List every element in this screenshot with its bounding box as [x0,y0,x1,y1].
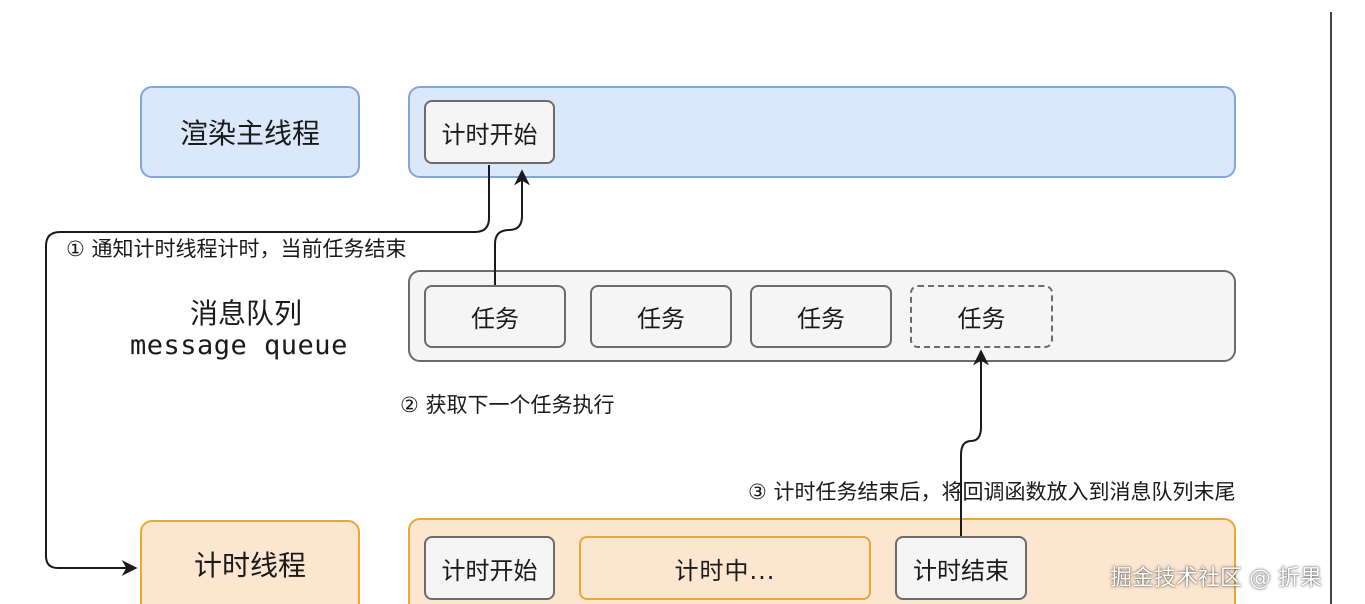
step2-note: ② 获取下一个任务执行 [400,393,615,417]
arrow-step2 [494,169,530,285]
timer-thread-label-box: 计时线程 [140,520,360,604]
queue-task-2: 任务 [590,285,732,348]
timer-task-end: 计时结束 [895,536,1027,600]
right-divider [1330,12,1332,604]
watermark-text: 掘金技术社区 @ 折果 [1110,566,1322,591]
queue-task-3: 任务 [750,285,892,348]
render-thread-label-box: 渲染主线程 [140,86,360,178]
render-thread-label: 渲染主线程 [179,117,320,150]
message-queue-label-cn: 消息队列 [190,297,303,330]
render-task-timer-start: 计时开始 [424,100,555,164]
step1-note: ① 通知计时线程计时，当前任务结束 [66,237,407,261]
timer-thread-label: 计时线程 [193,549,306,582]
arrow-step3 [960,349,989,536]
queue-task-pending: 任务 [910,285,1053,348]
step3-note: ③ 计时任务结束后，将回调函数放入到消息队列末尾 [748,480,1236,504]
arrow-step1 [45,165,490,576]
queue-task-1: 任务 [424,285,566,348]
timer-task-running: 计时中... [579,536,871,600]
message-queue-label-en: message queue [130,330,348,361]
timer-task-start: 计时开始 [424,536,555,600]
